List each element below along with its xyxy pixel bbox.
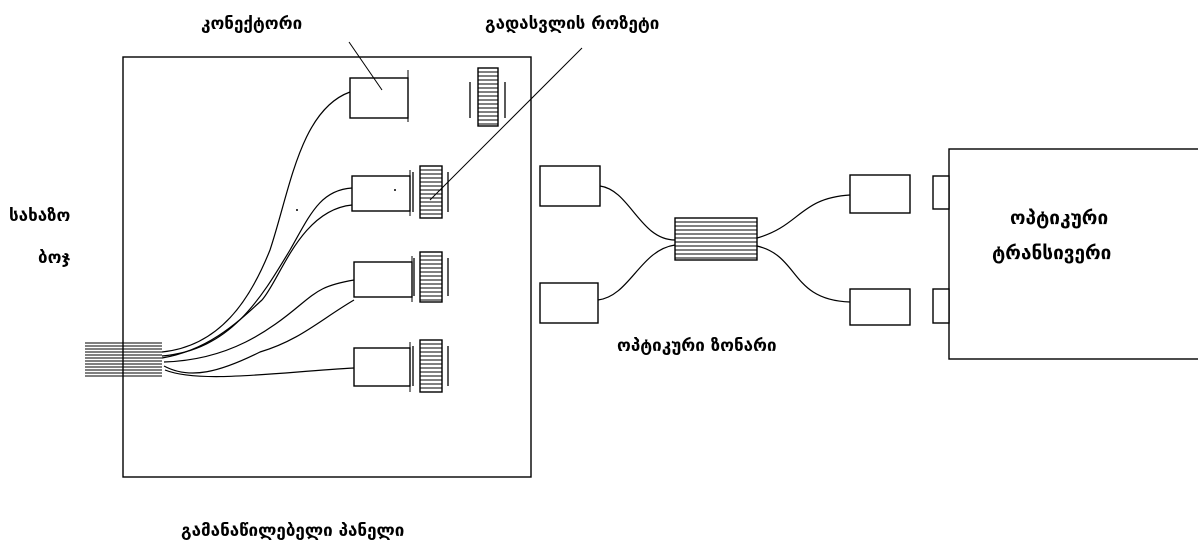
connector-left-bottom [539,282,599,324]
connector-3 [353,256,413,302]
trunk-cable-bundle [85,342,162,377]
label-connector: კონექტორი [201,14,302,34]
adapter-4 [412,339,449,393]
connector-4 [353,342,411,392]
label-patch-panel: გამანაწილებელი პანელი [181,521,404,541]
adapter-2 [412,165,449,219]
adapter-3 [413,251,449,303]
label-optical-bundle: ოპტიკური ზონარი [617,336,777,356]
optical-transceiver [932,148,1198,360]
internal-fibers [161,91,355,378]
connector-1 [349,70,409,122]
label-trunk-cable-1: სახაზო [9,206,71,226]
connector-right-bottom [849,288,911,326]
label-transceiver-2: ტრანსივერი [992,242,1111,264]
label-transition-rosette: გადასვლის როზეტი [485,14,659,34]
optical-bundle-coupler [674,217,758,261]
label-trunk-cable-2: ბოჯ [38,248,71,268]
connector-2 [351,170,411,216]
adapter-1 [469,67,506,127]
patch-panel-frame [122,56,532,478]
connector-left-top [539,165,601,207]
connector-right-top [849,174,911,214]
label-transceiver-1: ოპტიკური [1010,207,1108,229]
